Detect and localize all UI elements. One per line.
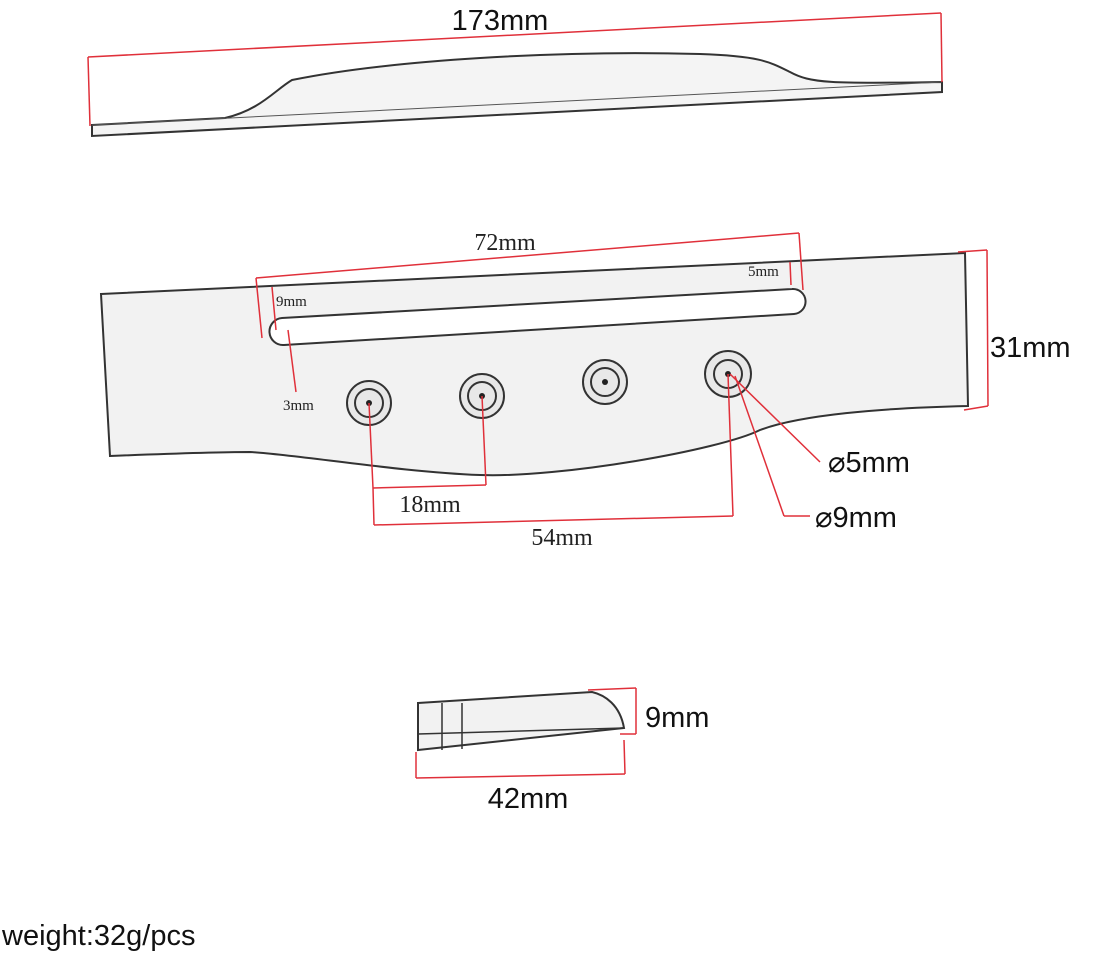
slot-end-5-label: 5mm — [748, 264, 779, 280]
front-dimension-lines — [255, 232, 989, 526]
outer-hole-span-54-label: 54mm — [531, 525, 593, 551]
hole-diameter-5-label: ⌀5mm — [828, 447, 910, 479]
front-view: 72mm 9mm 5mm 3mm 31mm 18mm 54mm ⌀5mm ⌀9m… — [99, 230, 1071, 551]
hole-offset-3-label: 3mm — [283, 398, 314, 414]
bridge-slot — [268, 287, 807, 347]
height-31-label: 31mm — [990, 332, 1071, 364]
bridge-profile-shape — [91, 52, 943, 138]
saddle-length-42-label: 42mm — [488, 783, 569, 815]
saddle-dimension-lines — [415, 687, 637, 779]
hole-spacing-18-label: 18mm — [399, 492, 461, 518]
hole-diameter-9-label: ⌀9mm — [815, 502, 897, 534]
length-173-dimension — [87, 12, 943, 127]
top-view: 173mm — [87, 5, 943, 138]
bridge-body-shape — [99, 251, 970, 477]
slot-length-72-label: 72mm — [474, 230, 536, 256]
pin-hole — [582, 359, 628, 405]
length-173-label: 173mm — [452, 5, 549, 37]
saddle-height-9-label: 9mm — [645, 702, 709, 734]
slot-offset-9-label: 9mm — [276, 294, 307, 310]
saddle-shape — [417, 690, 626, 752]
weight-text: weight:32g/pcs — [2, 920, 196, 952]
saddle-view: 9mm 42mm — [415, 687, 709, 815]
